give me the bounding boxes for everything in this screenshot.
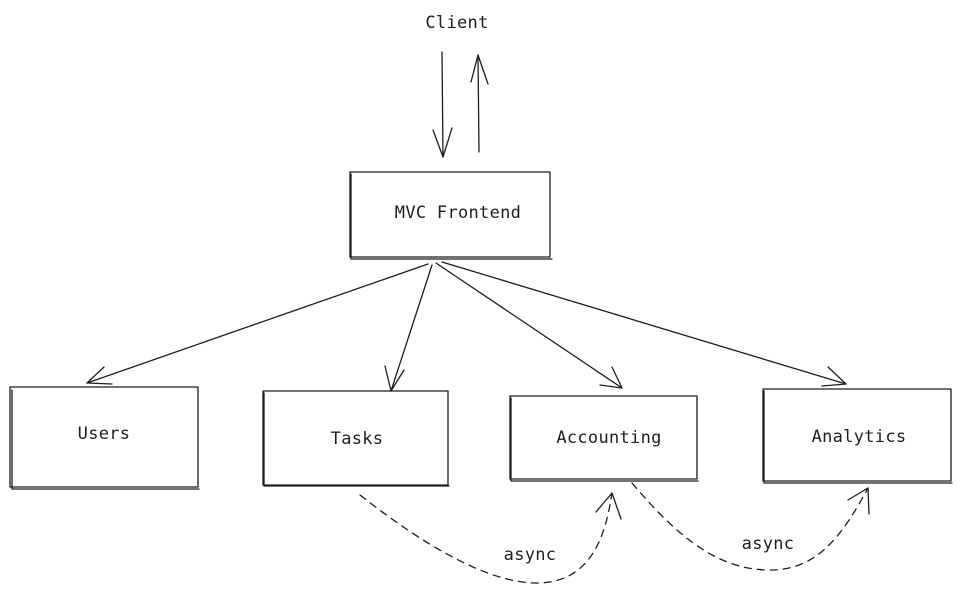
tasks-label: Tasks [331, 429, 384, 449]
tasks-to-accounting-async-arrow: async [359, 492, 622, 584]
async-label-1: async [504, 545, 557, 565]
frontend-box: MVC Frontend [349, 171, 553, 260]
client-request-arrow [432, 51, 453, 158]
client-label: Client [425, 13, 488, 33]
frontend-to-users-arrow [86, 263, 429, 385]
frontend-to-tasks-arrow [384, 264, 433, 392]
analytics-box: Analytics [762, 388, 953, 484]
tasks-box: Tasks [262, 390, 450, 487]
analytics-label: Analytics [812, 427, 907, 447]
users-label: Users [78, 424, 131, 444]
frontend-to-analytics-arrow [441, 261, 847, 387]
accounting-label: Accounting [556, 428, 661, 448]
async-label-2: async [742, 534, 795, 554]
client-response-arrow [470, 54, 489, 153]
frontend-label: MVC Frontend [395, 203, 521, 223]
frontend-to-accounting-arrow [435, 262, 623, 389]
users-box: Users [9, 386, 200, 490]
accounting-to-analytics-async-arrow: async [631, 482, 870, 571]
accounting-box: Accounting [509, 395, 699, 482]
